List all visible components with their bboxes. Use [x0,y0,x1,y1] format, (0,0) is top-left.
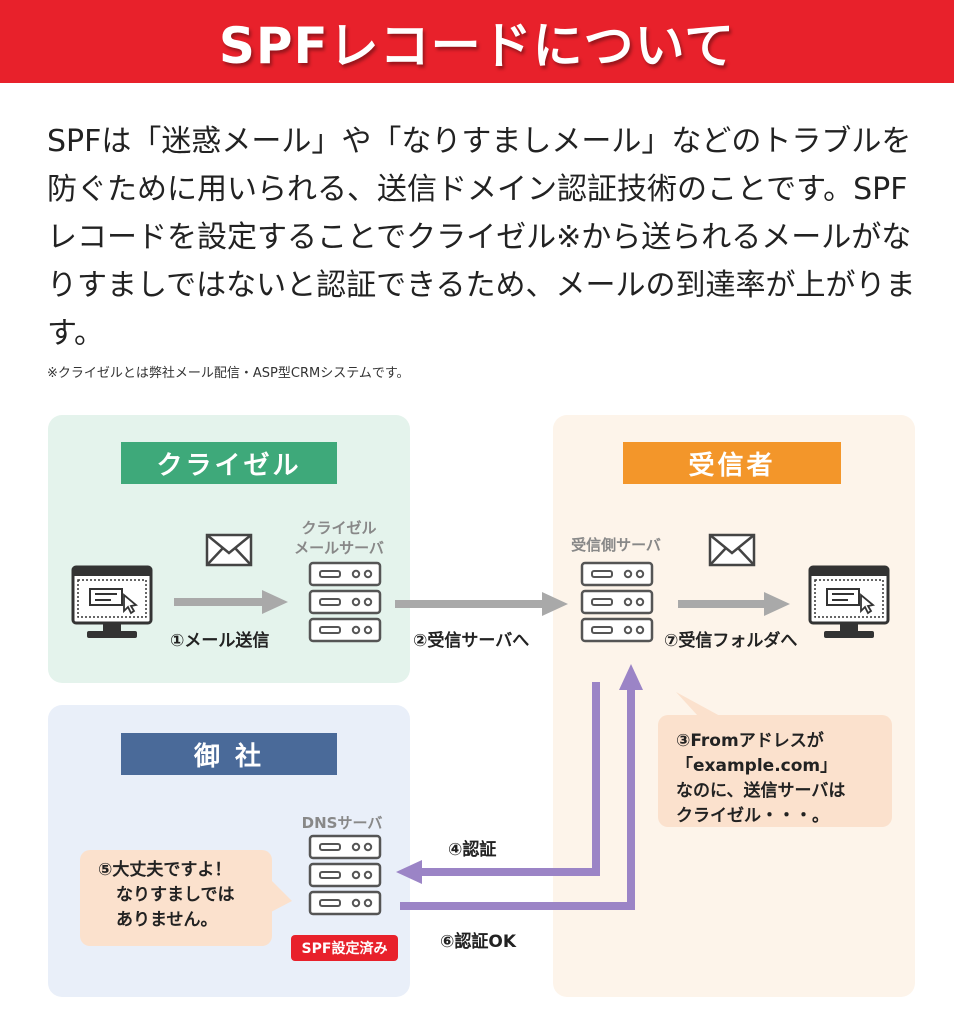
onsha-title: 御 社 [121,733,337,775]
receiver-title: 受信者 [623,442,841,484]
arrow-icon-to-receiver [395,592,568,616]
sender-computer-icon [71,565,153,640]
step-4-label: ④認証 [448,840,497,860]
step-5-line2: なりすましでは [116,885,235,905]
receiver-panel [553,415,915,997]
arrow-icon-auth-request [396,682,600,884]
step-5-line3: ありません。 [116,910,218,930]
receiver-server-label: 受信側サーバ [571,536,661,554]
dns-server-icon [310,836,380,914]
step-2-label: ②受信サーバへ [413,631,530,651]
kraizel-server-label-line1: クライゼル [301,519,377,537]
bubble-tail-from [676,692,720,716]
page-title: SPFレコードについて [218,16,736,75]
arrow-icon-to-inbox [678,592,790,616]
step-3-bubble: ③Fromアドレスが 「example.com」 なのに、送信サーバは クライゼ… [658,715,892,827]
bubble-tail-ok [271,880,292,912]
footnote: ※クライゼルとは弊社メール配信・ASP型CRMシステムです。 [47,366,410,381]
kraizel-server-label-line2: メールサーバ [294,539,384,557]
dns-server-label: DNSサーバ [301,814,383,832]
spf-configured-badge: SPF設定済み [291,935,398,961]
step-5-line1: ⑤大丈夫ですよ！ [98,860,232,880]
step-3-line1: ③Fromアドレスが [676,731,824,751]
page-header: SPFレコードについて [0,0,954,83]
step-6-label: ⑥認証OK [440,932,517,952]
step-1-label: ①メール送信 [170,631,270,651]
recipient-computer-icon [808,565,890,640]
intro-text: SPFは「迷惑メール」や「なりすましメール」などのトラブルを防ぐために用いられる… [47,124,916,351]
step-3-line4: クライゼル・・・。 [676,806,829,826]
step-7-label: ⑦受信フォルダへ [664,631,798,651]
receiver-server-icon [582,563,652,641]
step-5-bubble: ⑤大丈夫ですよ！ なりすましでは ありません。 [80,850,272,946]
kraizel-server-label: クライゼル メールサーバ [289,518,389,558]
recipient-envelope-icon [708,533,756,567]
step-3-line2: 「example.com」 [676,756,838,776]
kraizel-title: クライゼル [121,442,337,484]
step-3-line3: なのに、送信サーバは [676,781,846,801]
arrow-icon-send [174,590,288,614]
arrow-icon-auth-ok [400,664,643,910]
sender-envelope-icon [205,533,253,567]
kraizel-server-icon [310,563,380,641]
